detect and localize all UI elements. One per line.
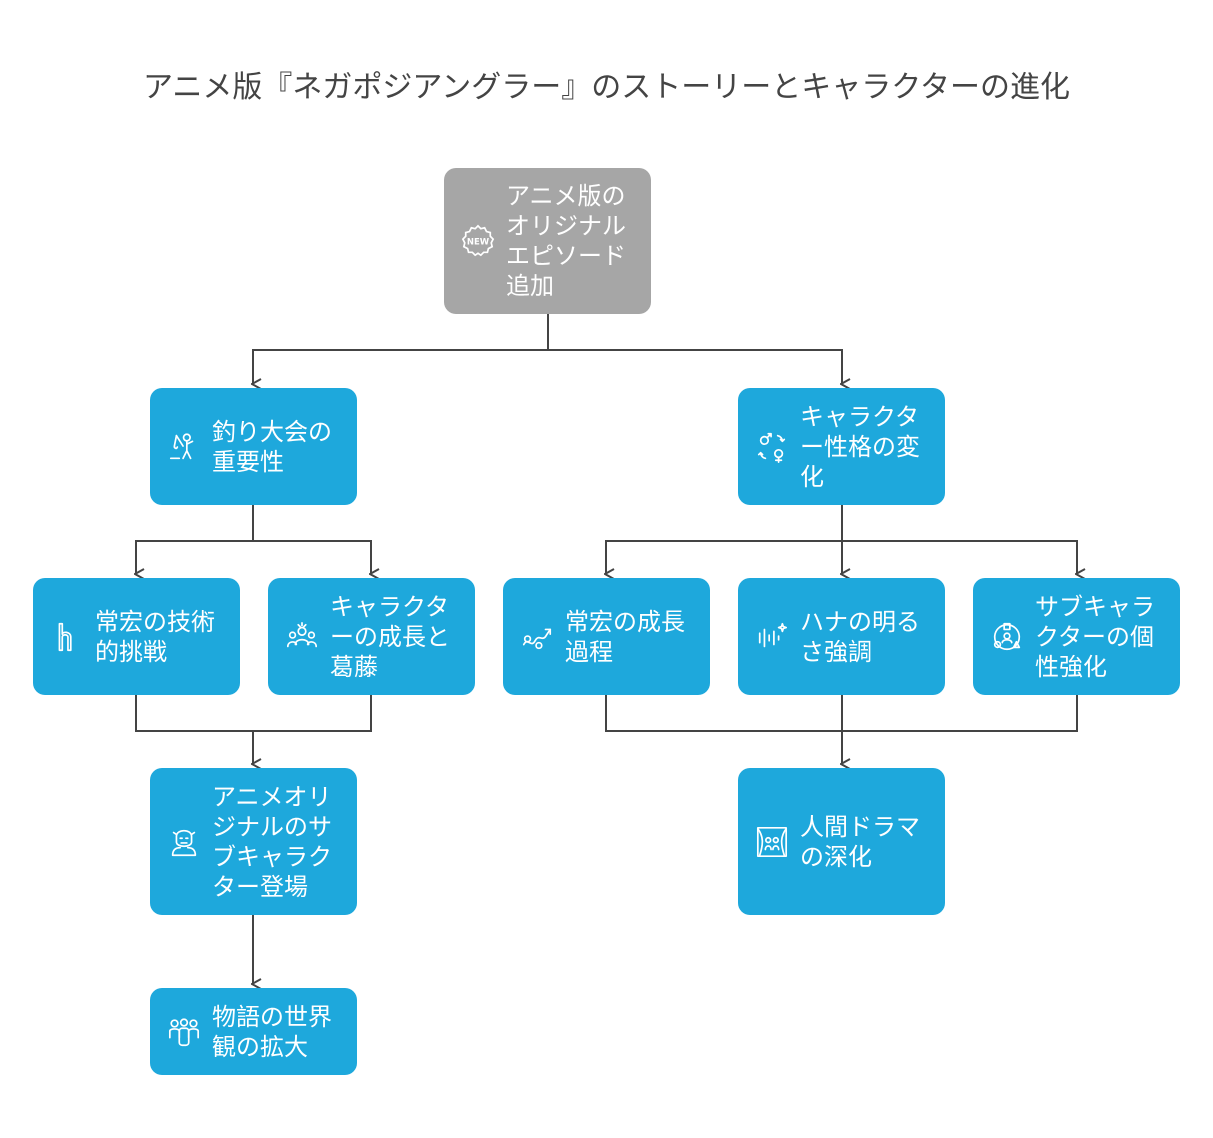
node-label: ハナの明るさ強調 (800, 607, 920, 666)
node-label: 常宏の成長過程 (565, 607, 685, 666)
group-circle-icon (987, 617, 1027, 657)
gender-swap-icon (752, 427, 792, 467)
node-anime-original-sub-characters: アニメオリジナルのサブキャラクター登場 (150, 768, 357, 915)
node-label: アニメオリジナルのサブキャラクター登場 (212, 782, 332, 901)
people-group-icon (164, 1012, 204, 1052)
node-character-growth-conflict: キャラクターの成長と葛藤 (268, 578, 475, 695)
connector-right-merge (605, 695, 1078, 764)
connector-personality-split (605, 505, 1078, 574)
character-face-icon (164, 822, 204, 862)
node-label: サブキャラクターの個性強化 (1035, 592, 1155, 681)
node-human-drama-deepening: 人間ドラマの深化 (738, 768, 945, 915)
connector-root-split (252, 314, 843, 384)
connector-tournament-split (135, 505, 372, 574)
node-sub-character-individuality: サブキャラクターの個性強化 (973, 578, 1180, 695)
hook-icon (47, 617, 87, 657)
node-label: キャラクター性格の変化 (800, 402, 920, 491)
sparkle-icon (752, 617, 792, 657)
node-original-episodes: NEW アニメ版のオリジナルエピソード追加 (444, 168, 651, 314)
node-hana-brightness: ハナの明るさ強調 (738, 578, 945, 695)
node-label: 人間ドラマの深化 (800, 812, 920, 871)
node-label: アニメ版のオリジナルエピソード追加 (506, 182, 626, 300)
fishing-person-icon (164, 427, 204, 467)
node-label: キャラクターの成長と葛藤 (330, 592, 450, 681)
growth-path-icon (517, 617, 557, 657)
stage-curtain-icon (752, 822, 792, 862)
node-tournament-importance: 釣り大会の重要性 (150, 388, 357, 505)
svg-text:NEW: NEW (467, 237, 490, 247)
node-tsunehiro-growth-process: 常宏の成長過程 (503, 578, 710, 695)
crowd-icon (282, 617, 322, 657)
diagram-title: アニメ版『ネガポジアングラー』のストーリーとキャラクターの進化 (143, 70, 1070, 105)
node-label: 常宏の技術的挑戦 (95, 607, 215, 666)
connector-left-merge (135, 695, 372, 764)
node-world-expansion: 物語の世界観の拡大 (150, 988, 357, 1075)
node-tsunehiro-technical-challenge: 常宏の技術的挑戦 (33, 578, 240, 695)
node-personality-change: キャラクター性格の変化 (738, 388, 945, 505)
new-badge-icon: NEW (458, 221, 498, 261)
node-label: 物語の世界観の拡大 (212, 1002, 332, 1061)
node-label: 釣り大会の重要性 (212, 417, 332, 476)
